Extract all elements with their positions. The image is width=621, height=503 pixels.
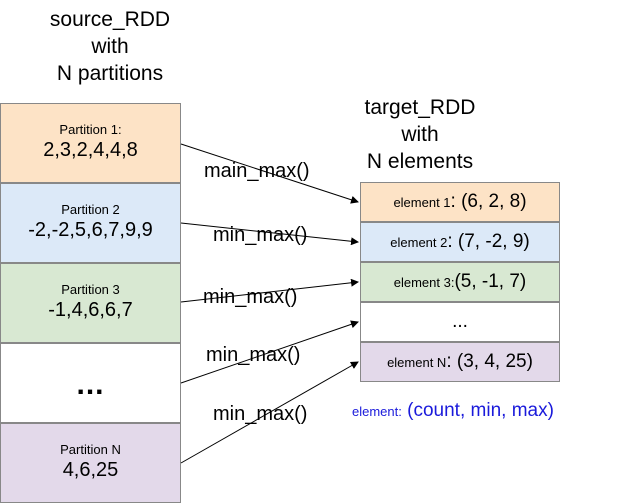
element-n-label: element N bbox=[387, 354, 447, 370]
target-title-line-2: with bbox=[401, 123, 439, 146]
element-1-box: element 1: (6, 2, 8) bbox=[360, 182, 560, 222]
element-3-label: element 3: bbox=[393, 274, 455, 290]
source-rdd-title: source_RDD with N partitions bbox=[20, 6, 200, 87]
arrow-3 bbox=[180, 278, 359, 303]
element-n-box: element N: (3, 4, 25) bbox=[360, 342, 560, 382]
function-label-1: main_max() bbox=[204, 160, 310, 182]
partition-1-values: 2,3,2,4,4,8 bbox=[43, 139, 138, 161]
source-title-line-3: N partitions bbox=[56, 62, 164, 85]
function-label-5: min_max() bbox=[213, 403, 308, 425]
partition-3-box: Partition 3 -1,4,6,6,7 bbox=[0, 263, 181, 343]
element-3-value: (5, -1, 7) bbox=[454, 271, 527, 292]
arrow-5 bbox=[180, 361, 359, 464]
partition-3-label: Partition 3 bbox=[61, 282, 120, 297]
target-title-line-3: N elements bbox=[366, 150, 474, 173]
partition-1-box: Partition 1: 2,3,2,4,4,8 bbox=[0, 103, 181, 183]
element-2-value: : (7, -2, 9) bbox=[447, 231, 530, 252]
partition-2-values: -2,-2,5,6,7,9,9 bbox=[28, 219, 153, 241]
partition-n-label: Partition N bbox=[60, 442, 121, 457]
target-rdd-title: target_RDD with N elements bbox=[330, 94, 510, 175]
partition-ellipsis: ... bbox=[76, 368, 105, 401]
legend-value: (count, min, max) bbox=[401, 400, 554, 421]
element-1-label: element 1 bbox=[393, 194, 451, 210]
partition-3-values: -1,4,6,6,7 bbox=[48, 299, 133, 321]
legend-label: element: bbox=[352, 404, 402, 419]
element-3-box: element 3: (5, -1, 7) bbox=[360, 262, 560, 302]
partition-n-box: Partition N 4,6,25 bbox=[0, 423, 181, 503]
partition-2-label: Partition 2 bbox=[61, 202, 120, 217]
element-ellipsis: ... bbox=[452, 311, 468, 332]
partition-2-box: Partition 2 -2,-2,5,6,7,9,9 bbox=[0, 183, 181, 263]
element-2-box: element 2: (7, -2, 9) bbox=[360, 222, 560, 262]
element-n-value: : (3, 4, 25) bbox=[446, 351, 533, 372]
arrow-1 bbox=[180, 143, 359, 204]
element-ellipsis-box: ... bbox=[360, 302, 560, 342]
source-title-line-2: with bbox=[91, 35, 129, 58]
partition-n-values: 4,6,25 bbox=[62, 459, 119, 481]
function-label-2: min_max() bbox=[213, 224, 308, 246]
partition-ellipsis-box: ... bbox=[0, 343, 181, 423]
arrow-2 bbox=[180, 222, 359, 246]
legend: element: (count, min, max) bbox=[352, 400, 554, 422]
partition-1-label: Partition 1: bbox=[59, 122, 122, 137]
element-2-label: element 2 bbox=[390, 234, 448, 250]
element-1-value: : (6, 2, 8) bbox=[450, 191, 527, 212]
source-title-line-1: source_RDD bbox=[49, 8, 171, 31]
arrow-4 bbox=[180, 320, 359, 384]
target-title-line-1: target_RDD bbox=[364, 96, 476, 119]
